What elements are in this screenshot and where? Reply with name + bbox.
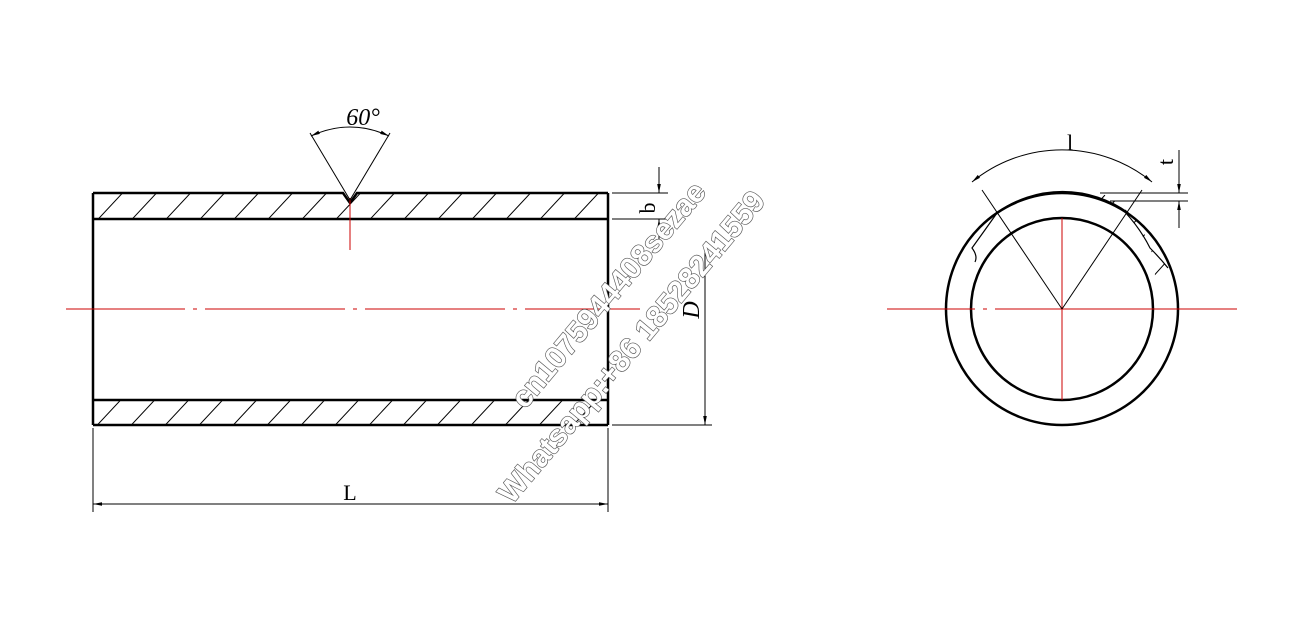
t-label: t [1153,159,1178,165]
b-label: b [635,203,660,214]
top-wall-hatching [97,193,608,219]
bottom-wall-hatching [96,400,608,425]
bushing-outline [91,191,610,427]
side-view: 60° b D L [66,105,712,512]
t-dimension [1100,150,1188,228]
d-dimension [612,250,712,426]
b-dimension [612,167,668,242]
watermark: cn1075944408sezae Whatsapp:+86 185282415… [491,175,772,510]
watermark-line2: Whatsapp:+86 18528241559 [492,185,772,510]
end-view: l t [887,130,1237,427]
arc-dimension [971,149,1153,310]
angle-label: 60° [346,105,380,131]
arc-length-label: l [1067,130,1073,155]
side-centerline [66,198,640,310]
l-dimension [92,428,609,512]
d-label: D [679,301,705,319]
angle-dimension [309,126,391,201]
length-label: L [343,480,356,505]
